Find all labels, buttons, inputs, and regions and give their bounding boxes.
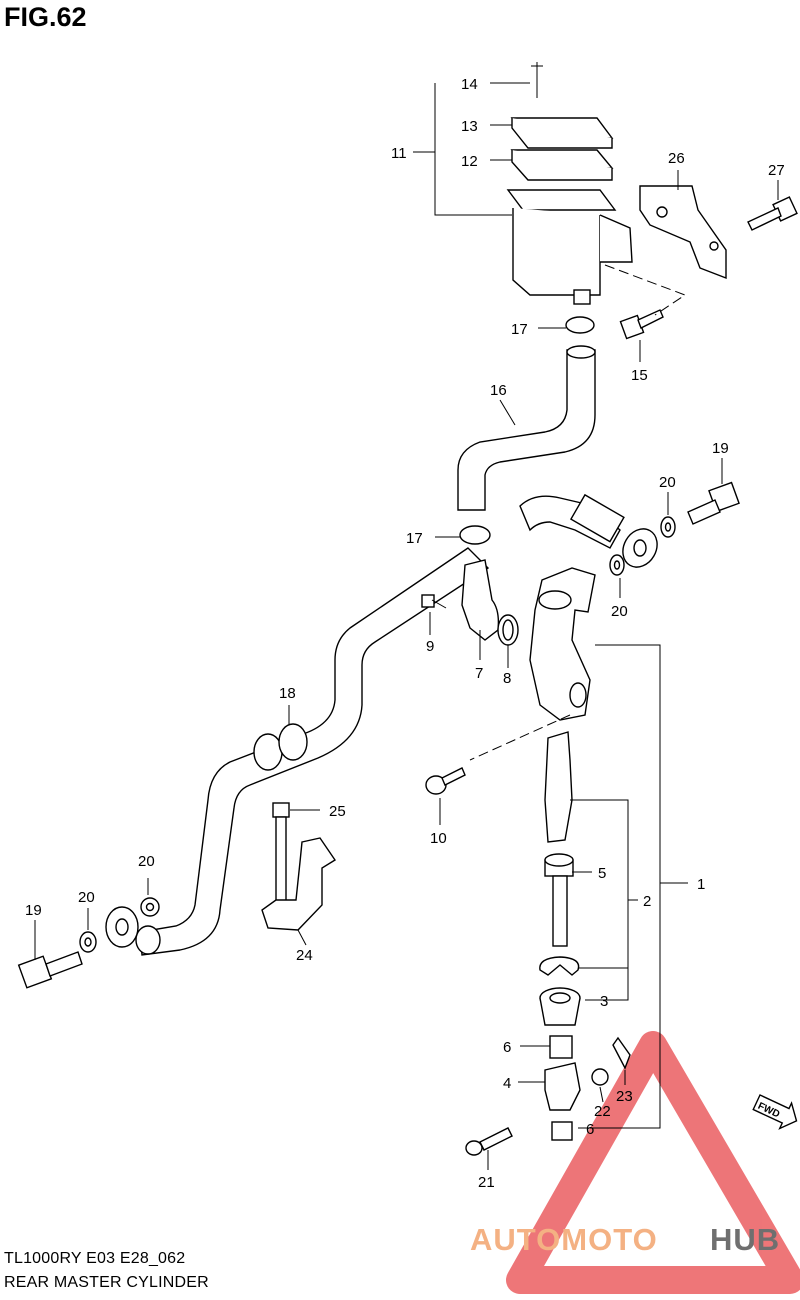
callout-4: 4 (503, 1075, 511, 1092)
callout-16: 16 (490, 382, 507, 399)
callout-18: 18 (279, 685, 296, 702)
callout-25: 25 (329, 803, 346, 820)
watermark-text: AUTOMOTO HUB (470, 1222, 780, 1257)
nut-6-upper (549, 1035, 573, 1059)
callout-13: 13 (461, 118, 478, 135)
figure-title: FIG.62 (4, 2, 87, 32)
bolt-25 (272, 802, 290, 913)
bracket-24 (261, 837, 336, 931)
callout-3: 3 (600, 993, 608, 1010)
callout-11: 11 (391, 145, 407, 162)
callout-23: 23 (616, 1088, 633, 1105)
hose-clamp (565, 316, 595, 334)
brake-hose (105, 493, 658, 956)
reservoir-hose (457, 345, 596, 511)
callout-7: 7 (475, 665, 483, 682)
callout-20: 20 (138, 853, 155, 870)
clevis-4 (544, 1062, 609, 1111)
callout-26: 26 (668, 150, 685, 167)
callout-6: 6 (503, 1039, 511, 1056)
washers (79, 516, 676, 953)
reservoir-bracket (639, 185, 727, 280)
callout-27: 27 (768, 162, 785, 179)
leader-lines (34, 82, 779, 1170)
reservoir-assembly (506, 62, 633, 305)
callout-20: 20 (611, 603, 628, 620)
callout-5: 5 (598, 865, 606, 882)
cotter-pin (612, 1036, 631, 1070)
callout-14: 14 (461, 76, 478, 93)
callout-10: 10 (430, 830, 447, 847)
watermark-word-1: AUTOMOTO (470, 1222, 658, 1257)
callout-9: 9 (426, 638, 434, 655)
callout-17: 17 (406, 530, 423, 547)
callout-1: 1 (697, 876, 705, 893)
callout-12: 12 (461, 153, 478, 170)
callout-15: 15 (631, 367, 648, 384)
fwd-direction-marker: FWD (752, 1094, 798, 1130)
bolt-15 (619, 309, 664, 340)
hose-clamp (459, 525, 491, 545)
callout-19: 19 (712, 440, 729, 457)
clevis-pin-21 (465, 1127, 513, 1156)
circlip (539, 956, 580, 976)
callout-2: 2 (643, 893, 651, 910)
callout-24: 24 (296, 947, 313, 964)
watermark-logo (506, 1031, 800, 1294)
model-code: TL1000RY E03 E28_062 (4, 1250, 186, 1267)
callout-8: 8 (503, 670, 511, 687)
callout-labels: 14 13 12 11 26 27 17 15 16 19 20 17 20 9… (25, 76, 785, 1191)
bolt-27 (747, 196, 798, 231)
union-bolts (17, 481, 740, 989)
callout-17: 17 (511, 321, 528, 338)
diagram-name: REAR MASTER CYLINDER (4, 1274, 209, 1291)
callout-21: 21 (478, 1174, 495, 1191)
piston-assembly (544, 731, 574, 947)
callout-22: 22 (594, 1103, 611, 1120)
nut-6-lower (551, 1121, 573, 1141)
callout-20: 20 (659, 474, 676, 491)
inlet-joint (421, 559, 519, 646)
watermark-word-2: HUB (710, 1222, 780, 1257)
callout-19: 19 (25, 902, 42, 919)
callout-6: 6 (586, 1121, 594, 1138)
callout-20: 20 (78, 889, 95, 906)
boot-3 (539, 987, 581, 1026)
screw-10 (425, 767, 466, 795)
master-cylinder-body (529, 567, 596, 721)
